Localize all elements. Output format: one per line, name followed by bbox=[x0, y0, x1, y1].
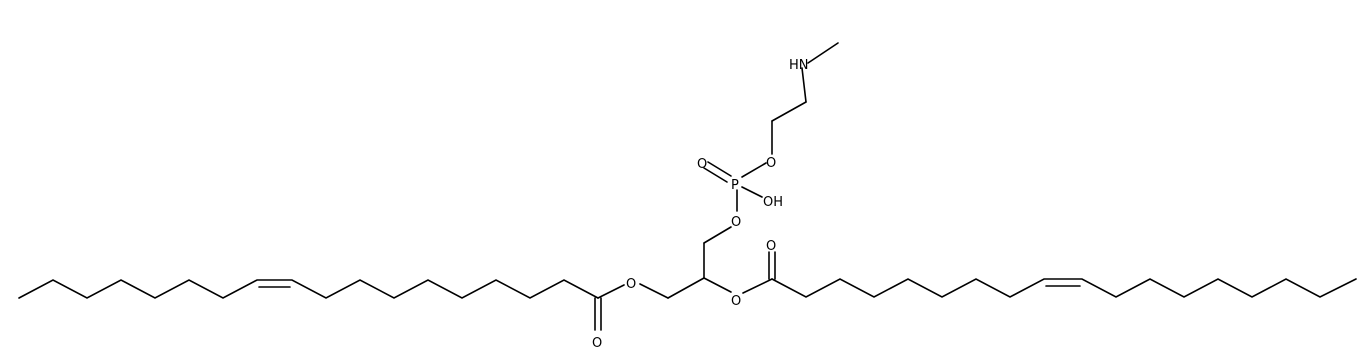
atom-labels: HN O O P OH O O O O O bbox=[592, 58, 809, 351]
atom-o-ester-left: O bbox=[626, 277, 636, 292]
bond bbox=[801, 67, 807, 103]
bond-lines bbox=[18, 42, 1357, 331]
bond bbox=[639, 283, 669, 299]
bond bbox=[741, 186, 763, 198]
bond bbox=[18, 279, 599, 299]
atom-o-double: O bbox=[697, 157, 707, 172]
atom-o-lower: O bbox=[731, 215, 741, 230]
bond bbox=[703, 277, 732, 293]
bond bbox=[807, 42, 839, 64]
atom-o-ester-right: O bbox=[731, 294, 741, 309]
atom-o-carbonyl-left: O bbox=[592, 336, 602, 351]
bond bbox=[741, 162, 767, 178]
atom-o-carbonyl-right: O bbox=[766, 239, 776, 254]
bond bbox=[771, 278, 1357, 298]
atom-p: P bbox=[731, 178, 739, 193]
bond bbox=[703, 167, 728, 183]
bond bbox=[667, 277, 705, 299]
bond bbox=[703, 226, 732, 244]
atom-nh: HN bbox=[789, 58, 809, 73]
bond bbox=[742, 278, 773, 294]
bond bbox=[771, 101, 807, 122]
atom-o-top: O bbox=[766, 156, 776, 171]
bond bbox=[707, 161, 732, 177]
atom-oh: OH bbox=[763, 195, 783, 210]
bond bbox=[597, 284, 625, 299]
